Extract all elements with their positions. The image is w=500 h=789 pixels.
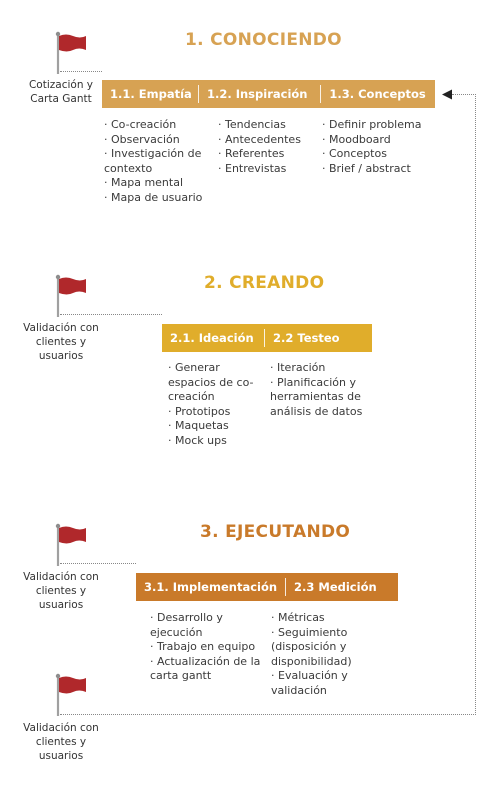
connector-line [60,714,476,715]
activity-list: · Co-creación · Observación · Investigac… [104,118,212,205]
flag-icon [55,523,86,566]
flag-icon [55,673,86,716]
list-item: · Co-creación [104,118,177,131]
list-item: · Antecedentes [218,132,301,146]
divider [320,85,322,103]
list-item: · Mock ups [168,433,227,447]
step-label: 3.1. Implementación [144,580,278,594]
list-item: · Moodboard [322,132,391,146]
list-item: · Planificación y herramientas de anális… [270,375,363,418]
list-item: · Métricas [271,611,325,624]
divider [264,329,265,347]
connector-line [452,94,476,95]
list-item: · Iteración [270,361,326,374]
list-item: · Mapa de usuario [104,190,203,204]
milestone-label: Validación con clientes y usuarios [23,322,99,362]
list-item: · Desarrollo y ejecución [150,611,223,639]
list-item: · Actualización de la carta gantt [150,654,261,683]
list-item: · Generar espacios de co-creación [168,361,254,403]
connector-line [60,563,136,564]
step-label: 1.2. Inspiración [206,87,308,101]
list-item: · Tendencias [218,118,286,131]
step-label: 1.1. Empatía [110,87,192,101]
flag-icon [55,274,86,317]
list-item: · Mapa mental [104,176,184,189]
phase-bar: 2.1. Ideación 2.2 Testeo [162,324,372,352]
list-item: · Conceptos [322,147,387,160]
activity-list: · Generar espacios de co-creación · Prot… [168,361,266,448]
activity-list: · Iteración · Planificación y herramient… [270,361,374,419]
list-item: · Observación [104,132,180,146]
list-item: · Maquetas [168,419,229,432]
phase-bar: 3.1. Implementación 2.3 Medición [136,573,398,601]
list-item: · Entrevistas [218,161,287,175]
list-item: · Investigación de contexto [104,147,202,175]
divider [198,85,199,103]
list-item: · Referentes [218,147,285,160]
list-item: · Prototipos [168,404,231,418]
list-item: · Seguimiento (disposición y disponibili… [271,625,352,668]
milestone-label: Validación con clientes y usuarios [23,722,99,762]
flag-icon [55,31,86,74]
step-label: 1.3. Conceptos [329,87,426,101]
step-label: 2.1. Ideación [170,331,254,345]
phase-bar: 1.1. Empatía 1.2. Inspiración 1.3. Conce… [102,80,435,108]
phase-title: 1. CONOCIENDO [185,30,342,50]
list-item: · Brief / abstract [322,161,411,175]
connector-line [475,94,476,715]
milestone-label: Cotización y Carta Gantt [28,79,94,105]
milestone-label: Validación con clientes y usuarios [23,571,99,611]
activity-list: · Tendencias · Antecedentes · Referentes… [218,118,316,176]
list-item: · Definir problema [322,118,422,131]
activity-list: · Métricas · Seguimiento (disposición y … [271,611,381,698]
divider [285,578,287,596]
arrow-left-icon [442,89,452,100]
list-item: · Evaluación y validación [271,669,348,697]
activity-list: · Definir problema · Moodboard · Concept… [322,118,442,176]
phase-title: 2. CREANDO [204,273,325,293]
list-item: · Trabajo en equipo [150,640,256,653]
activity-list: · Desarrollo y ejecución · Trabajo en eq… [150,611,262,684]
step-label: 2.2 Testeo [273,331,340,345]
step-label: 2.3 Medición [294,580,377,594]
phase-title: 3. EJECUTANDO [200,522,351,542]
connector-line [60,71,102,72]
connector-line [60,314,162,315]
